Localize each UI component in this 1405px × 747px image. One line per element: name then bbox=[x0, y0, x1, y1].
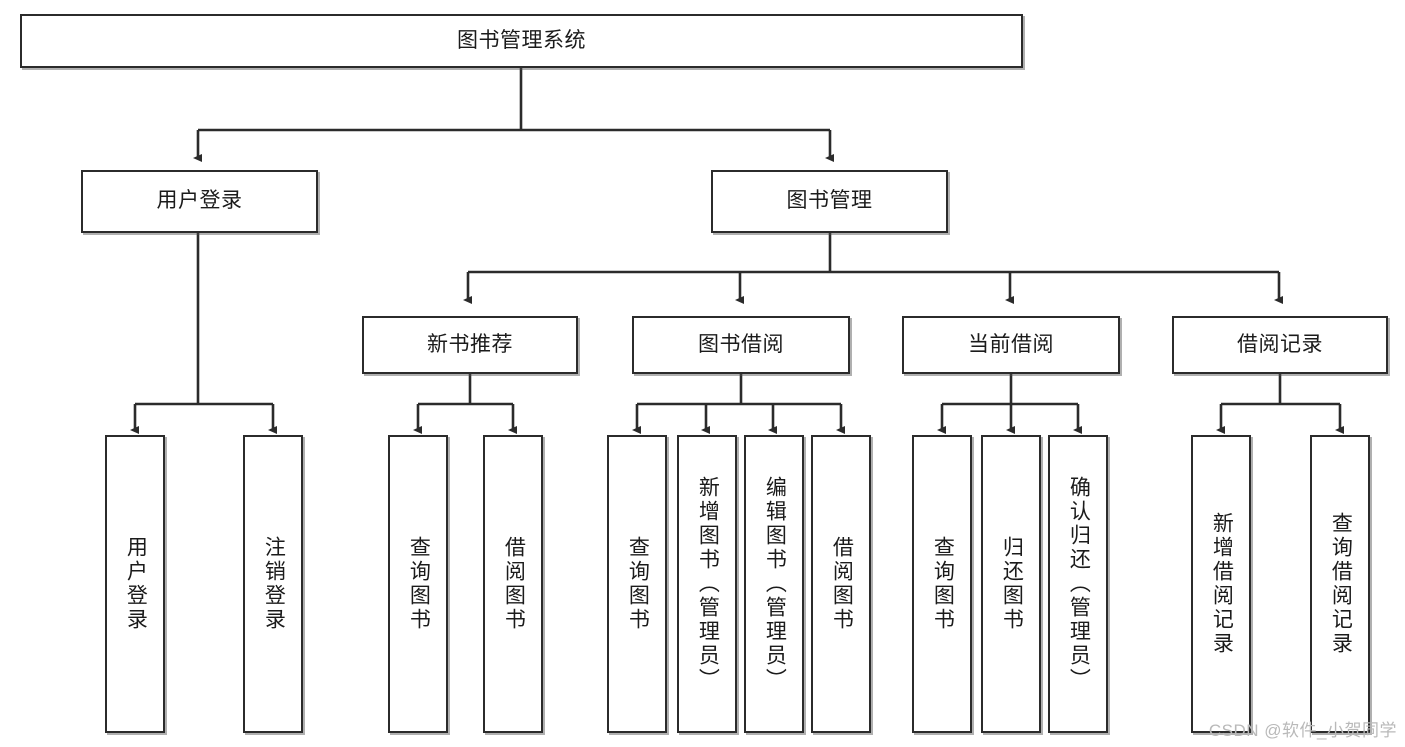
node-leaf-borrow-book-2[interactable]: 借阅图书 bbox=[811, 435, 871, 733]
node-book-manage-label: 图书管理 bbox=[786, 189, 873, 213]
node-current-borrow-label: 当前借阅 bbox=[968, 332, 1054, 356]
node-leaf-return-book[interactable]: 归还图书 bbox=[981, 435, 1041, 733]
node-leaf-edit-book-label: 编辑图书（管理员） bbox=[763, 476, 787, 692]
node-user-login[interactable]: 用户登录 bbox=[81, 170, 318, 233]
node-leaf-confirm-return[interactable]: 确认归还（管理员） bbox=[1048, 435, 1108, 733]
node-user-login-label: 用户登录 bbox=[156, 189, 243, 213]
node-root[interactable]: 图书管理系统 bbox=[20, 14, 1023, 68]
node-leaf-query-book-3[interactable]: 查询图书 bbox=[912, 435, 972, 733]
node-leaf-edit-book[interactable]: 编辑图书（管理员） bbox=[744, 435, 804, 733]
node-leaf-query-book-1[interactable]: 查询图书 bbox=[388, 435, 448, 733]
node-current-borrow[interactable]: 当前借阅 bbox=[902, 316, 1120, 374]
node-leaf-query-book-2[interactable]: 查询图书 bbox=[607, 435, 667, 733]
node-leaf-user-login[interactable]: 用户登录 bbox=[105, 435, 165, 733]
node-leaf-query-record-label: 查询借阅记录 bbox=[1329, 512, 1353, 656]
node-root-label: 图书管理系统 bbox=[457, 28, 586, 52]
node-new-book-recommend-label: 新书推荐 bbox=[427, 332, 513, 356]
node-leaf-add-book[interactable]: 新增图书（管理员） bbox=[677, 435, 737, 733]
node-book-borrow-label: 图书借阅 bbox=[698, 332, 784, 356]
node-leaf-borrow-book-1[interactable]: 借阅图书 bbox=[483, 435, 543, 733]
node-leaf-query-book-3-label: 查询图书 bbox=[931, 536, 955, 632]
node-leaf-return-book-label: 归还图书 bbox=[1000, 536, 1024, 632]
node-leaf-add-record-label: 新增借阅记录 bbox=[1210, 512, 1234, 656]
node-leaf-borrow-book-2-label: 借阅图书 bbox=[830, 536, 854, 632]
node-leaf-confirm-return-label: 确认归还（管理员） bbox=[1067, 476, 1091, 692]
node-leaf-query-book-1-label: 查询图书 bbox=[407, 536, 431, 632]
node-new-book-recommend[interactable]: 新书推荐 bbox=[362, 316, 578, 374]
node-leaf-add-book-label: 新增图书（管理员） bbox=[696, 476, 720, 692]
node-leaf-query-record[interactable]: 查询借阅记录 bbox=[1310, 435, 1370, 733]
csdn-watermark: CSDN @软件_小贺同学 bbox=[1208, 721, 1397, 740]
node-leaf-add-record[interactable]: 新增借阅记录 bbox=[1191, 435, 1251, 733]
node-book-borrow[interactable]: 图书借阅 bbox=[632, 316, 850, 374]
node-leaf-user-login-label: 用户登录 bbox=[124, 536, 148, 632]
node-borrow-record-label: 借阅记录 bbox=[1237, 332, 1323, 356]
node-borrow-record[interactable]: 借阅记录 bbox=[1172, 316, 1388, 374]
node-book-manage[interactable]: 图书管理 bbox=[711, 170, 948, 233]
node-leaf-user-logout[interactable]: 注销登录 bbox=[243, 435, 303, 733]
node-leaf-borrow-book-1-label: 借阅图书 bbox=[502, 536, 526, 632]
node-leaf-query-book-2-label: 查询图书 bbox=[626, 536, 650, 632]
node-leaf-user-logout-label: 注销登录 bbox=[262, 536, 286, 632]
